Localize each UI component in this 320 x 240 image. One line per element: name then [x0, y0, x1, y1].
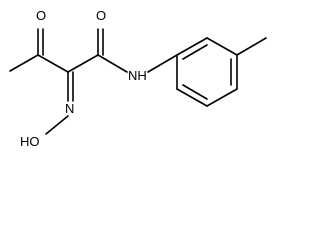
- ketone-to-central-carbon-bond: [37, 54, 69, 73]
- amide-oxygen-label: O: [96, 8, 106, 23]
- amide-nitrogen-label: NH: [128, 68, 147, 83]
- amide-nitrogen-to-ring-bond: [147, 54, 178, 73]
- ring-inner-double-bond-1: [182, 44, 208, 60]
- ring-bond-4: [206, 88, 238, 107]
- ring-bond-5: [176, 88, 208, 107]
- oxime-n-o-bond: [45, 115, 69, 135]
- ketone-oxygen-label: O: [36, 8, 46, 23]
- central-to-amide-carbon-bond: [67, 54, 99, 73]
- chemical-structure: O O NH N HO: [9, 8, 267, 149]
- ring-bond-1: [176, 37, 208, 56]
- para-methyl-bond: [236, 37, 267, 56]
- hydroxyl-label: HO: [20, 134, 40, 149]
- atom-labels: O O NH N HO: [20, 8, 147, 149]
- oxime-nitrogen-label: N: [65, 101, 74, 116]
- ring-bond-2: [206, 37, 238, 56]
- molecule-drawing: O O NH N HO: [9, 8, 267, 149]
- amide-carbon-to-nitrogen-bond: [97, 54, 128, 73]
- ring-inner-double-bond-3: [182, 84, 208, 100]
- bonds: [9, 28, 267, 135]
- methyl-to-ketone-carbon-bond: [9, 54, 39, 72]
